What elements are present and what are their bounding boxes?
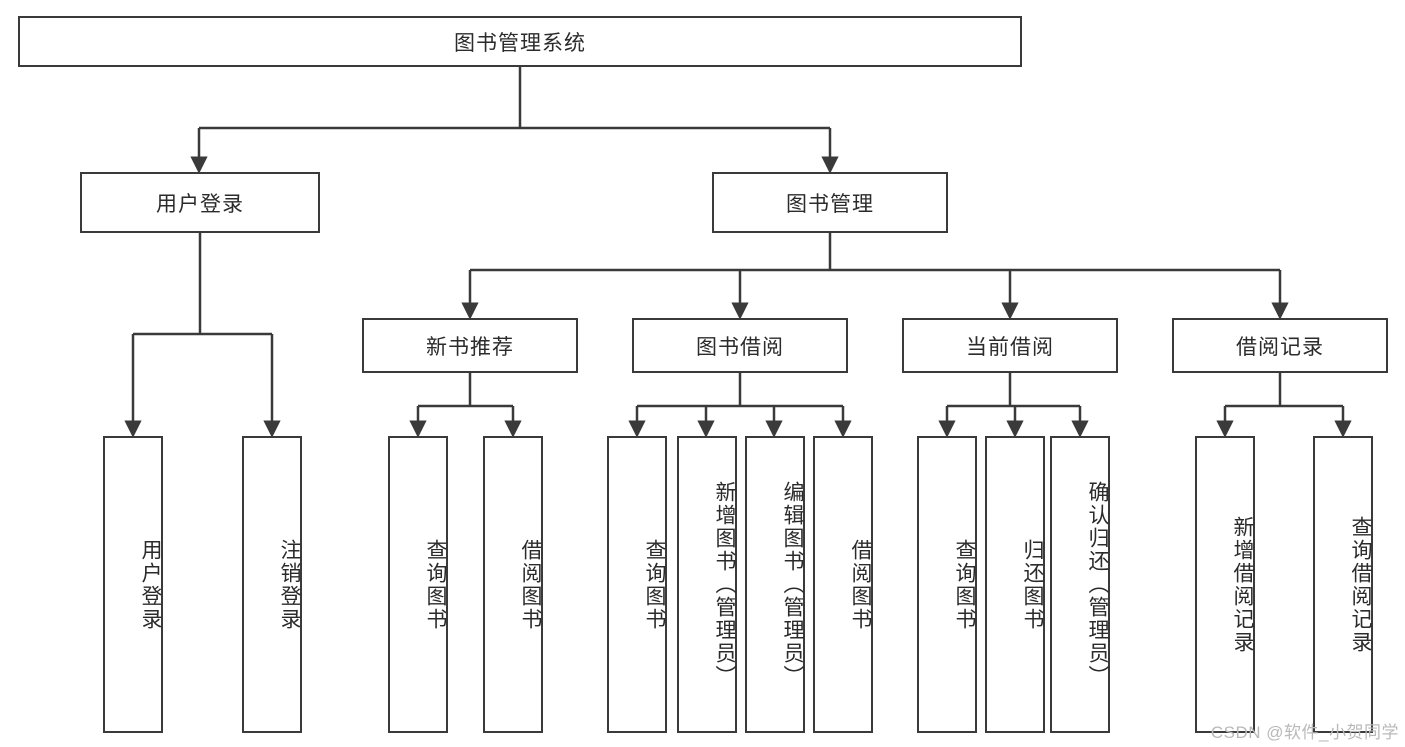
- leaf-recommend-borrow-book[interactable]: 借阅图书: [483, 436, 543, 733]
- leaf-current-confirm-return-admin[interactable]: 确认归还（管理员）: [1050, 436, 1110, 733]
- leaf-current-query-book[interactable]: 查询图书: [917, 436, 977, 733]
- node-book-borrow[interactable]: 图书借阅: [632, 318, 848, 373]
- node-current-borrow[interactable]: 当前借阅: [902, 318, 1118, 373]
- node-label: 查询借阅记录: [1349, 515, 1372, 654]
- node-new-book-recommend[interactable]: 新书推荐: [362, 318, 578, 373]
- leaf-borrow-borrow-book[interactable]: 借阅图书: [813, 436, 873, 733]
- node-label: 新书推荐: [426, 335, 514, 359]
- node-label: 编辑图书（管理员）: [781, 481, 804, 688]
- csdn-watermark: CSDN @软件_小贺同学: [1210, 723, 1399, 742]
- node-label: 借阅记录: [1236, 335, 1324, 359]
- node-borrow-record[interactable]: 借阅记录: [1172, 318, 1388, 373]
- leaf-borrow-edit-book-admin[interactable]: 编辑图书（管理员）: [745, 436, 805, 733]
- node-label: 图书管理系统: [454, 31, 586, 55]
- node-label: 查询图书: [953, 538, 976, 631]
- node-label: 借阅图书: [519, 538, 542, 631]
- leaf-record-query-borrow-record[interactable]: 查询借阅记录: [1313, 436, 1373, 733]
- leaf-borrow-add-book-admin[interactable]: 新增图书（管理员）: [677, 436, 737, 733]
- node-label: 新增图书（管理员）: [713, 481, 736, 688]
- node-root-book-management-system[interactable]: 图书管理系统: [18, 16, 1022, 67]
- node-label: 确认归还（管理员）: [1086, 481, 1109, 688]
- node-user-login[interactable]: 用户登录: [80, 172, 320, 233]
- leaf-record-add-borrow-record[interactable]: 新增借阅记录: [1195, 436, 1255, 733]
- leaf-user-login-signout[interactable]: 注销登录: [242, 436, 302, 733]
- node-label: 图书借阅: [696, 335, 784, 359]
- node-label: 新增借阅记录: [1231, 515, 1254, 654]
- node-label: 借阅图书: [849, 538, 872, 631]
- leaf-user-login-signin[interactable]: 用户登录: [103, 436, 163, 733]
- node-book-management[interactable]: 图书管理: [712, 172, 948, 233]
- node-label: 归还图书: [1021, 538, 1044, 631]
- node-label: 用户登录: [139, 538, 162, 631]
- node-label: 查询图书: [643, 538, 666, 631]
- node-label: 查询图书: [424, 538, 447, 631]
- leaf-current-return-book[interactable]: 归还图书: [985, 436, 1045, 733]
- node-label: 注销登录: [278, 538, 301, 631]
- leaf-borrow-query-book[interactable]: 查询图书: [607, 436, 667, 733]
- node-label: 用户登录: [156, 192, 244, 216]
- node-label: 图书管理: [786, 192, 874, 216]
- node-label: 当前借阅: [966, 335, 1054, 359]
- leaf-recommend-query-book[interactable]: 查询图书: [388, 436, 448, 733]
